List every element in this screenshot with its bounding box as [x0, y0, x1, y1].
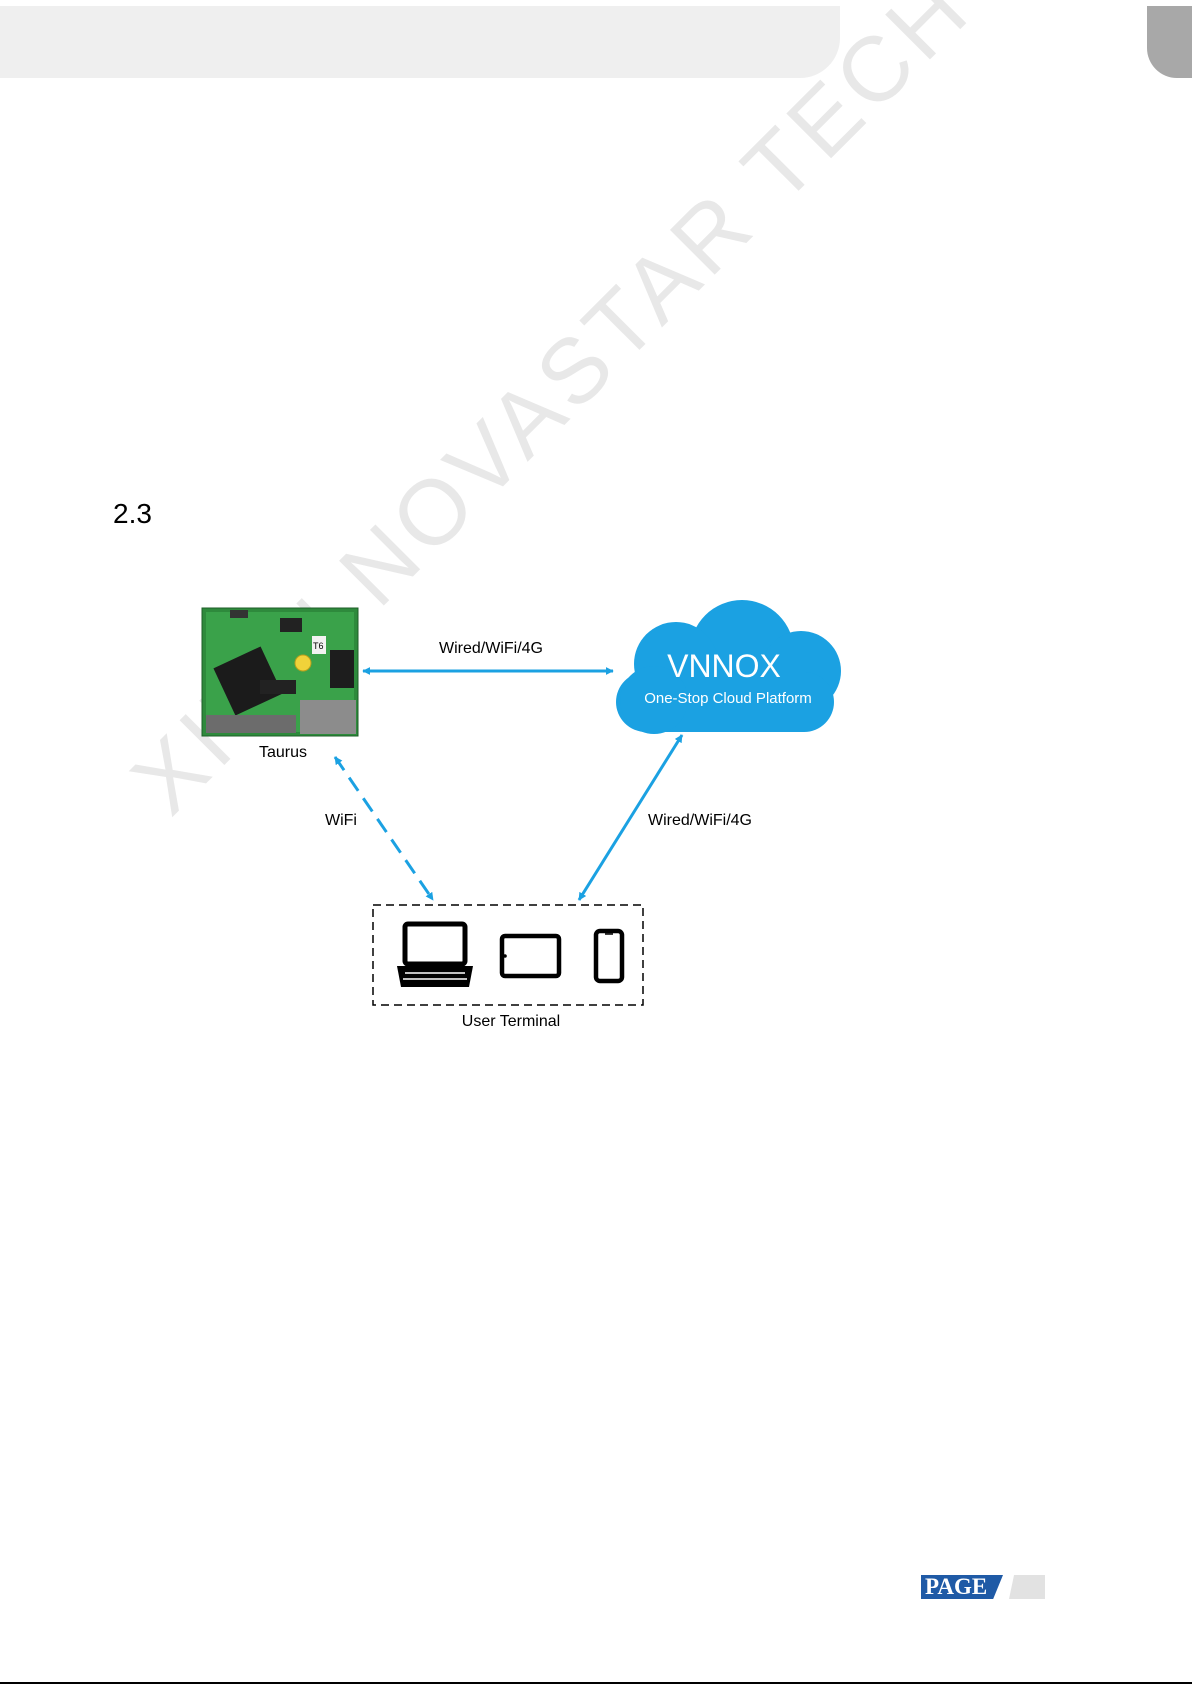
link-cloud-terminal-label: Wired/WiFi/4G	[648, 812, 752, 829]
taurus-board-image: T6	[202, 608, 358, 736]
taurus-label: Taurus	[259, 744, 307, 761]
cloud-title: VNNOX	[667, 648, 781, 684]
tablet-icon	[502, 936, 559, 976]
laptop-icon	[397, 924, 473, 987]
user-terminal-label: User Terminal	[462, 1013, 560, 1030]
footer-rule	[0, 1682, 1192, 1684]
page-number-box	[1009, 1575, 1045, 1599]
link-controller-cloud-label: Wired/WiFi/4G	[439, 640, 543, 657]
board-mark-text: T6	[313, 641, 324, 651]
user-terminal-box	[373, 905, 643, 1005]
battery-cell	[295, 655, 311, 671]
cloud-subtitle: One-Stop Cloud Platform	[644, 690, 812, 707]
smartphone-icon	[596, 931, 622, 981]
link-controller-terminal-label: WiFi	[325, 812, 357, 829]
page-badge: PAGE	[921, 1575, 1003, 1599]
